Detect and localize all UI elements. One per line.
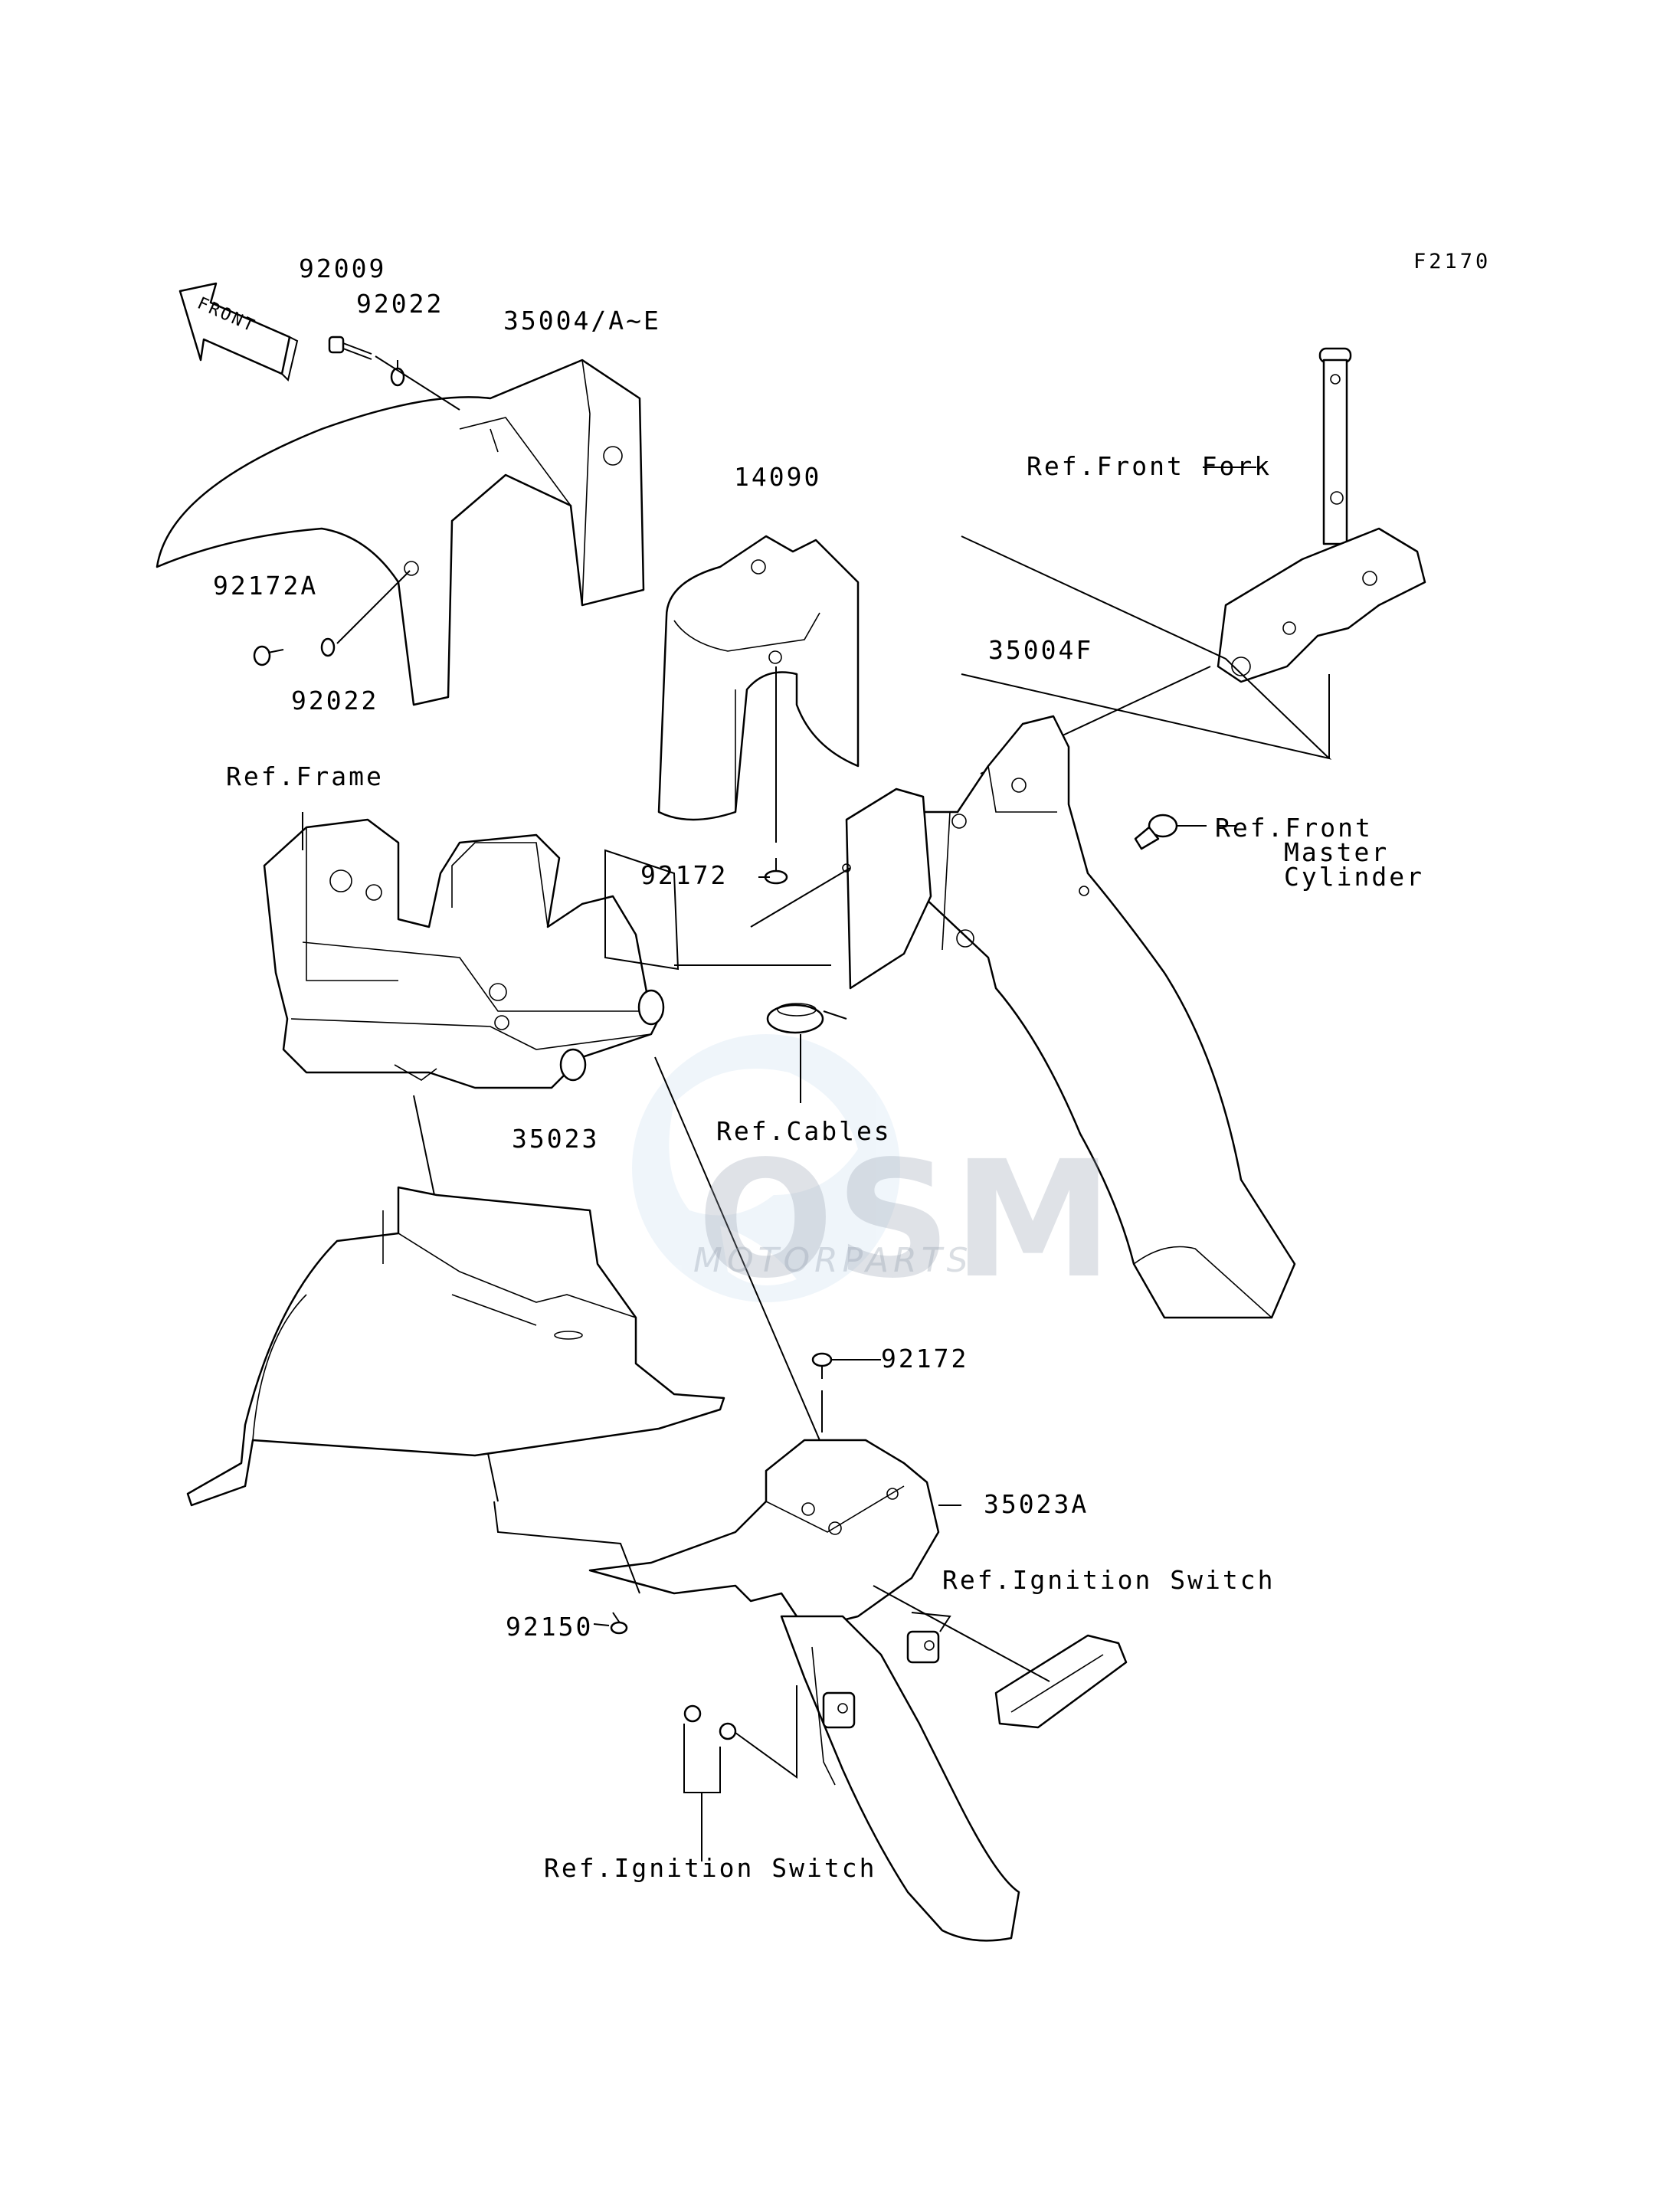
label-ref-ignition-switch-bottom: Ref.Ignition Switch bbox=[544, 1853, 877, 1883]
rear-fender-35004f bbox=[750, 715, 1296, 1319]
label-92172-mid: 92172 bbox=[640, 860, 729, 890]
frame-leader bbox=[604, 849, 680, 971]
frame bbox=[263, 812, 665, 1089]
diagram-code: F2170 bbox=[1413, 250, 1492, 273]
label-14090: 14090 bbox=[734, 462, 822, 492]
front-fender bbox=[156, 359, 645, 706]
screw-92172-mid bbox=[764, 666, 788, 885]
label-ref-front-master-3: Cylinder bbox=[1284, 862, 1424, 892]
cable-clamp bbox=[766, 1003, 847, 1103]
bolt-92172a bbox=[253, 645, 284, 666]
lower-fender-tail bbox=[780, 1615, 1020, 1942]
ignition-reflector bbox=[873, 1585, 1128, 1729]
leader-92009 bbox=[375, 355, 460, 411]
label-ref-front-fork: Ref.Front Fork bbox=[1027, 451, 1272, 481]
inner-cover-14090 bbox=[657, 535, 860, 821]
washer-92022-bottom bbox=[320, 637, 336, 657]
label-35004f: 35004F bbox=[988, 635, 1094, 665]
watermark-text: MOTORPARTS bbox=[693, 1241, 973, 1280]
label-92009: 92009 bbox=[299, 254, 387, 283]
watermark-globe-icon bbox=[632, 1034, 900, 1302]
ignition-fasteners bbox=[683, 1685, 797, 1861]
screw-92172-low bbox=[811, 1352, 881, 1432]
label-92022-bottom: 92022 bbox=[291, 686, 379, 715]
bracket-35023a bbox=[588, 1439, 961, 1626]
inner-fender-leader bbox=[493, 1501, 640, 1594]
inner-fender-35023 bbox=[186, 1186, 725, 1507]
front-fork bbox=[1217, 347, 1426, 683]
label-92172a: 92172A bbox=[213, 571, 319, 601]
label-ref-front-master-2: Master bbox=[1284, 837, 1390, 867]
fork-leader bbox=[961, 535, 1332, 760]
watermark-logo: OSM bbox=[697, 1126, 1115, 1314]
label-92172-low: 92172 bbox=[881, 1344, 969, 1374]
label-35004-a-e: 35004/A~E bbox=[503, 306, 661, 336]
master-cylinder-clamp bbox=[1134, 814, 1207, 850]
label-35023: 35023 bbox=[512, 1124, 600, 1154]
label-92022-top: 92022 bbox=[356, 289, 444, 319]
label-35023a: 35023A bbox=[984, 1489, 1089, 1519]
front-arrow-icon bbox=[178, 282, 299, 381]
label-ref-front-master-1: Ref.Front bbox=[1215, 813, 1373, 843]
label-ref-frame: Ref.Frame bbox=[226, 761, 384, 791]
bolt-92009 bbox=[328, 336, 372, 360]
label-92150: 92150 bbox=[506, 1612, 594, 1642]
label-ref-cables: Ref.Cables bbox=[716, 1116, 892, 1146]
screw-92150 bbox=[610, 1612, 628, 1635]
label-ref-ignition-switch-right: Ref.Ignition Switch bbox=[942, 1565, 1276, 1595]
